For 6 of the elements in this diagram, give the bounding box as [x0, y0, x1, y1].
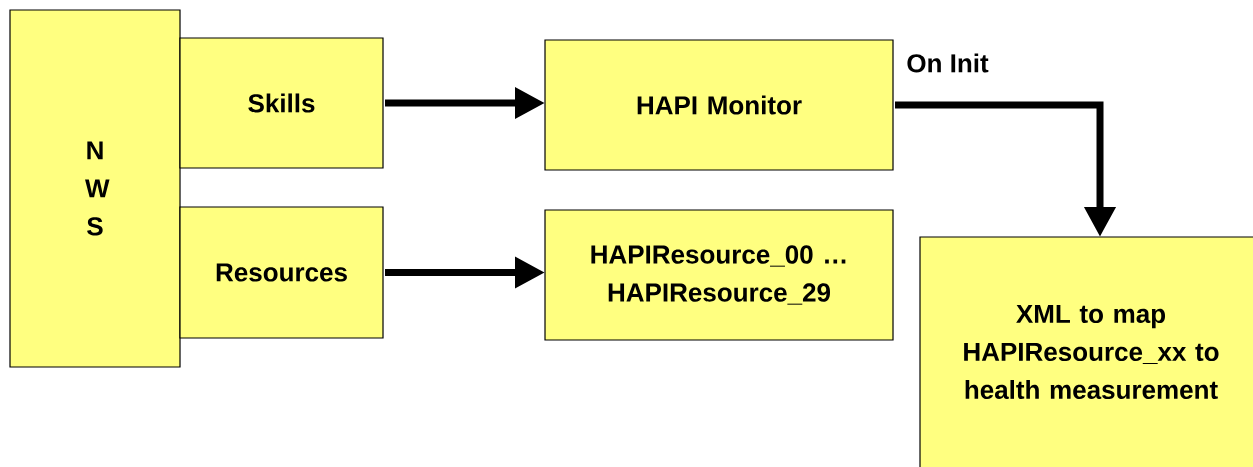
edge-label: On Init — [904, 51, 991, 75]
process-box: Resources — [179, 206, 384, 339]
process-box: XML to map HAPIResource_xx to health measurement — [919, 236, 1253, 467]
process-box: HAPI Monitor — [544, 39, 894, 171]
process-box: Skills — [179, 37, 384, 169]
process-box: HAPIResource_00 … HAPIResource_29 — [544, 209, 894, 341]
